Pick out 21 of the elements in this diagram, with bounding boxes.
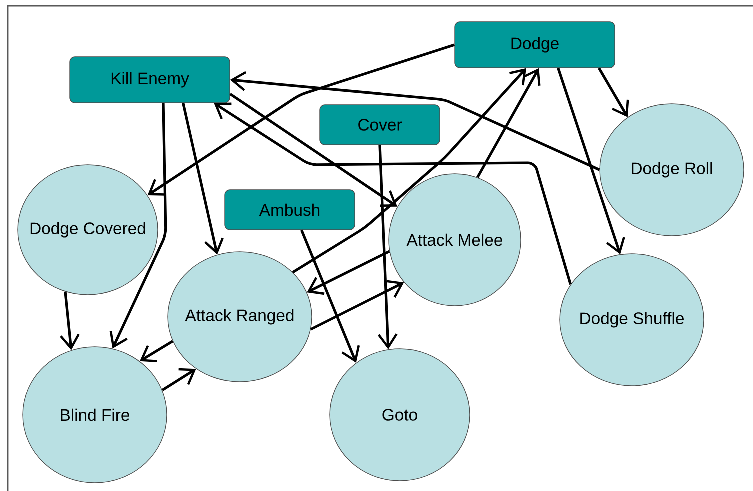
arrow (148, 44, 456, 196)
arrow (230, 71, 600, 172)
arrow (378, 145, 398, 350)
task-box: Dodge (454, 22, 616, 68)
arrow (307, 250, 390, 296)
arrow (182, 103, 224, 255)
task-box: Ambush (224, 190, 356, 230)
task-box: Cover (320, 104, 440, 146)
arrow (110, 103, 168, 349)
arrow (300, 230, 360, 363)
arrow (230, 93, 398, 208)
arrow (310, 280, 404, 331)
task-box: Kill Enemy (70, 56, 230, 104)
arrow (292, 68, 526, 274)
arrow (557, 68, 626, 254)
arrow (476, 68, 541, 178)
arrow (140, 340, 174, 362)
arrow (598, 68, 630, 118)
arrow (214, 102, 572, 286)
arrow (162, 368, 196, 392)
arrow (60, 292, 80, 350)
